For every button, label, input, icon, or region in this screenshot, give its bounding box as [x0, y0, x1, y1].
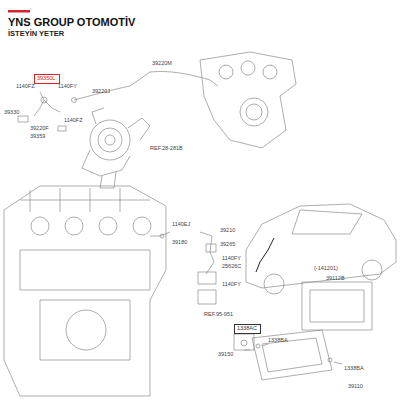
- ecu-bracket: [310, 290, 364, 322]
- bracket: [18, 116, 28, 122]
- ecu-module: [262, 338, 322, 372]
- callout-number: 1140FY: [222, 282, 241, 288]
- callout-number: (-141201): [314, 266, 338, 272]
- car-window: [292, 210, 362, 234]
- engine-detail: [20, 188, 150, 212]
- ecu-module: [252, 330, 332, 380]
- bracket: [58, 126, 66, 131]
- engine-detail: [31, 217, 49, 235]
- callout-number: 1140FY: [222, 256, 241, 262]
- turbo-pipe: [100, 172, 116, 188]
- engine-detail: [66, 310, 106, 350]
- engine-detail: [20, 250, 150, 360]
- callout-number: REF.95-951: [204, 312, 233, 318]
- callout-number: 39180: [172, 240, 187, 246]
- part-number: 39350L: [37, 76, 57, 82]
- callout-number: 39112B: [326, 276, 345, 282]
- engine-detail: [65, 217, 83, 235]
- sensor-wire: [150, 71, 210, 80]
- sensor: [41, 97, 47, 103]
- sensor: [160, 234, 164, 238]
- turbocharger: [90, 120, 130, 160]
- catalyst: [240, 98, 268, 126]
- callout-number: 1140FZ: [16, 84, 35, 90]
- leader-line: [210, 80, 218, 86]
- leader-line: [244, 344, 342, 364]
- turbocharger: [82, 108, 150, 176]
- port: [241, 61, 255, 75]
- clip: [241, 340, 247, 346]
- brand-bar: [8, 10, 30, 13]
- bolt: [328, 358, 332, 362]
- boxed-part: 1338AC: [234, 324, 261, 334]
- exhaust-manifold: [200, 52, 296, 148]
- highlighted-part: 39350L: [34, 74, 60, 84]
- sensor-bracket: [198, 272, 216, 284]
- catalyst: [246, 104, 262, 120]
- pointer-line: [256, 238, 274, 272]
- callout-number: 1140FY: [58, 84, 77, 90]
- turbocharger: [105, 135, 115, 145]
- callout-number: 39150: [218, 352, 233, 358]
- port: [219, 65, 233, 79]
- callout-number: REF.28-281B: [150, 146, 183, 152]
- callout-number: 25626C: [222, 264, 241, 270]
- engine-detail: [99, 217, 117, 235]
- sensor-wire: [200, 232, 214, 274]
- callout-number: 39265: [220, 242, 235, 248]
- port: [263, 65, 277, 79]
- subtitle: İSTEYİN YETER: [8, 30, 64, 38]
- engine-detail: [133, 217, 151, 235]
- ecu-bracket: [302, 282, 372, 330]
- callout-number: 39330: [4, 110, 19, 116]
- bracket: [198, 290, 216, 304]
- car-wheel: [362, 260, 382, 280]
- callout-number: 1140EJ: [172, 222, 190, 228]
- sensor: [206, 244, 216, 252]
- brand-title: YNS GROUP OTOMOTİV: [8, 16, 135, 28]
- callout-number: 39110: [348, 384, 363, 390]
- engine-block: [4, 186, 166, 396]
- turbocharger: [98, 128, 122, 152]
- callout-number: 39220F: [30, 126, 49, 132]
- bolt: [256, 344, 260, 348]
- clip-box: [234, 334, 254, 350]
- sensor-wire: [74, 72, 150, 100]
- sensor-wire: [34, 92, 60, 116]
- callout-number: 39359: [30, 134, 45, 140]
- callout-number: 1338BA: [344, 366, 364, 372]
- callout-number: 39220J: [92, 89, 110, 95]
- callout-number: 1338BA: [268, 338, 288, 344]
- callout-number: 39210: [220, 228, 235, 234]
- part-number: 1338AC: [237, 326, 258, 332]
- callout-number: 1140FZ: [64, 118, 83, 124]
- car-wheel: [264, 274, 284, 294]
- callout-number: 39220M: [152, 61, 172, 67]
